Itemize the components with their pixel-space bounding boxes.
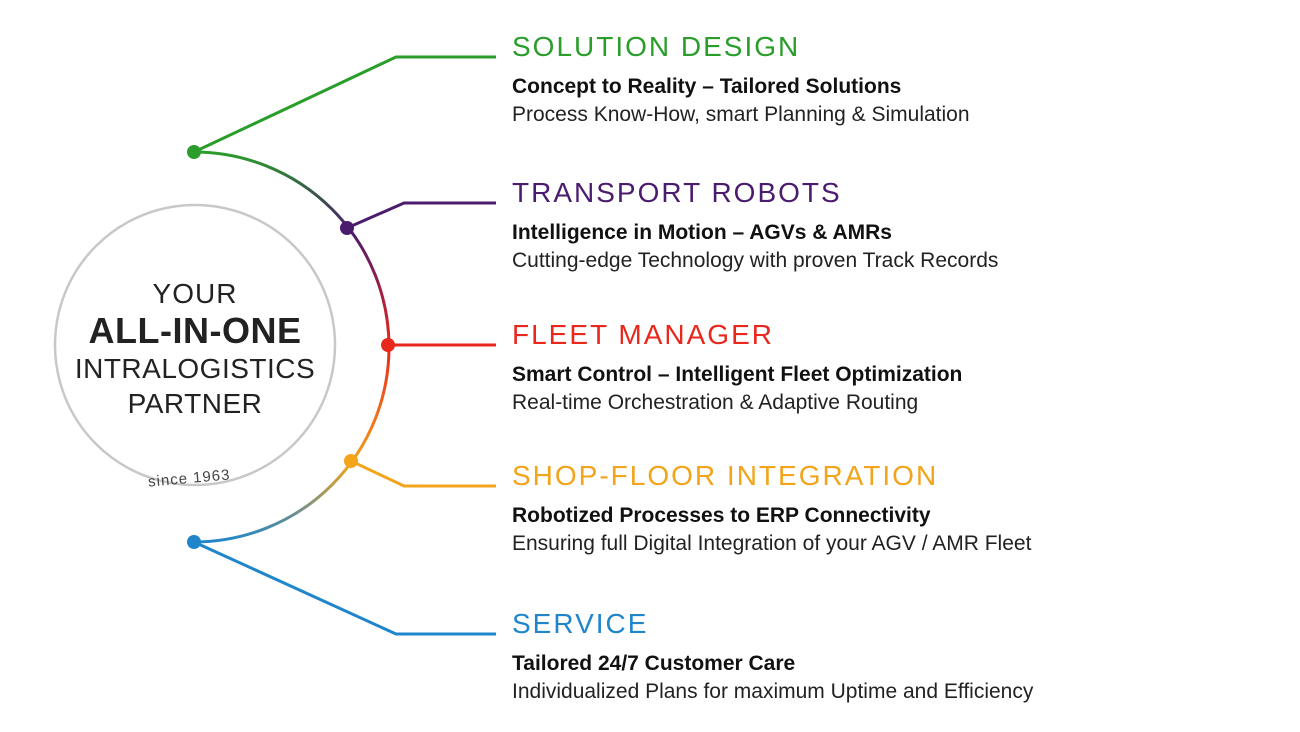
item-description: Process Know-How, smart Planning & Simul… [512,103,970,127]
item-subtitle: Smart Control – Intelligent Fleet Optimi… [512,363,963,386]
item-description: Cutting-edge Technology with proven Trac… [512,249,999,273]
item-subtitle: Concept to Reality – Tailored Solutions [512,75,902,98]
item-description: Ensuring full Digital Integration of you… [512,532,1032,556]
item-title: TRANSPORT ROBOTS [512,177,842,208]
node-solution-design [187,145,201,159]
item-subtitle: Robotized Processes to ERP Connectivity [512,504,931,527]
item-title: FLEET MANAGER [512,319,774,350]
center-text-all-in-one: ALL-IN-ONE [88,310,302,351]
node-transport-robots [340,221,354,235]
item-title: SERVICE [512,608,649,639]
item-shop-floor-integration: SHOP-FLOOR INTEGRATION Robotized Process… [512,462,1031,559]
node-fleet-manager [381,338,395,352]
item-description: Individualized Plans for maximum Uptime … [512,680,1034,704]
item-fleet-manager: FLEET MANAGER Smart Control – Intelligen… [512,321,962,418]
center-text-your: YOUR [152,278,238,309]
center-text-intralogistics: INTRALOGISTICS [74,353,316,384]
item-service: SERVICE Tailored 24/7 Customer Care Indi… [512,610,1033,707]
item-title: SOLUTION DESIGN [512,31,801,62]
item-subtitle: Tailored 24/7 Customer Care [512,652,796,675]
item-subtitle: Intelligence in Motion – AGVs & AMRs [512,221,892,244]
center-text-partner: PARTNER [127,388,263,419]
center-circle [53,203,337,487]
connector-solution-design [193,55,496,154]
item-description: Real-time Orchestration & Adaptive Routi… [512,391,919,415]
node-shop-floor-integration [344,454,358,468]
connector-service [193,540,496,636]
item-transport-robots: TRANSPORT ROBOTS Intelligence in Motion … [512,179,998,276]
node-service [187,535,201,549]
connector-transport-robots [346,201,496,230]
item-solution-design: SOLUTION DESIGN Concept to Reality – Tai… [512,33,970,130]
item-title: SHOP-FLOOR INTEGRATION [512,460,939,491]
connector-shop-floor-integration [350,459,496,488]
